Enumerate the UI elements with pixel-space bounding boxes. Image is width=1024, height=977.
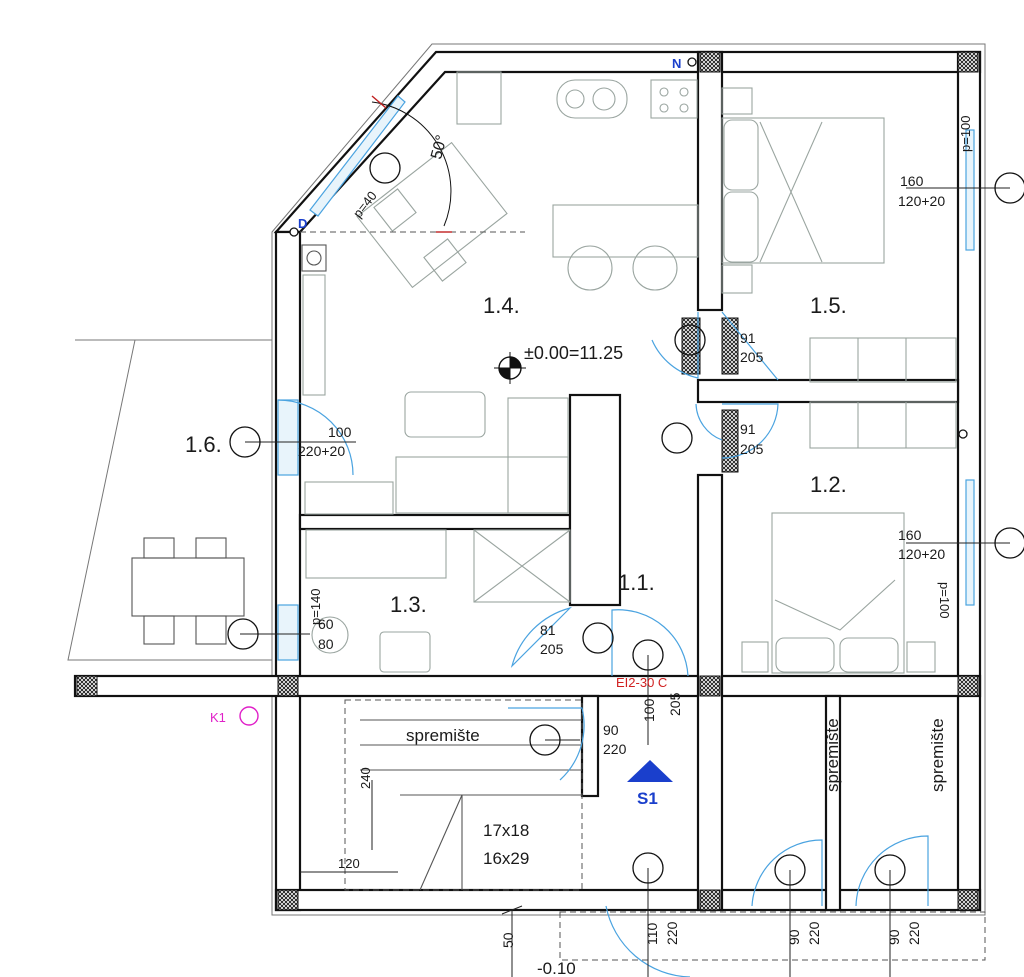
column [699,51,721,73]
ext-50-dim: 50 [500,932,516,948]
level-marker-symbol [494,352,526,384]
d-1-2-height: 205 [740,441,764,457]
staircase [300,699,583,891]
column [721,317,739,375]
storage-label-1: spremište [823,718,842,792]
window-1-3 [277,604,299,661]
column [721,409,739,473]
d-entry-height: 205 [667,692,683,716]
column [699,889,721,911]
stair-width-dim: 120 [338,856,360,871]
window-parapet-kitchen: p=40 [350,188,380,220]
window-kitchen [309,95,406,217]
wall-storage-stairs [580,694,600,798]
w-1-2-height: 120+20 [898,546,945,562]
fire-door-label: EI2-30 C [616,675,667,690]
room-label-1-3: 1.3. [390,592,427,617]
window-parapet-1-5: p=100 [958,115,973,152]
doors [277,311,929,977]
w-1-2-width: 160 [898,527,922,543]
window-1-5 [965,129,975,251]
d-storage-width: 90 [603,722,619,738]
window-parapet-1-3: p=140 [308,588,323,625]
column [957,889,979,911]
k1-label: K1 [210,710,226,725]
wall-south [274,888,982,912]
column [957,675,979,697]
d-1-3-height: 205 [540,641,564,657]
wall-1-1-partition [568,393,622,607]
d-1-2-width: 91 [740,421,756,437]
column [277,889,299,911]
angle-label: 50° [428,133,451,161]
building-outline [271,43,986,916]
room-label-1-1: 1.1. [618,570,655,595]
w-1-5-height: 120+20 [898,193,945,209]
window-1-6 [277,399,299,476]
stairs-rise: 17x18 [483,821,529,840]
w-1-3-width: 60 [318,616,334,632]
storage-label-2: spremište [928,718,947,792]
d-bottom-3-height: 220 [906,921,922,945]
column [681,317,701,375]
north-marker-label: N [672,56,681,71]
step-outline [559,911,986,961]
stairs-tread: 16x29 [483,849,529,868]
d-bottom-2-width: 90 [786,929,802,945]
d-1-3-width: 81 [540,622,556,638]
storage-label-stairs: spremište [406,726,480,745]
lower-level-label: -0.10 [537,959,576,977]
column [277,675,299,697]
d-1-6-height: 220+20 [298,443,345,459]
d-1-6-width: 100 [328,424,352,440]
d-bottom-3-width: 90 [886,929,902,945]
d-bottom-1-height: 220 [664,921,680,945]
d-storage-height: 220 [603,741,627,757]
stair-length-dim: 240 [358,767,373,789]
window-parapet-1-2: p=100 [937,582,952,619]
room-label-1-5: 1.5. [810,293,847,318]
wall-between-1-5-1-2 [696,378,960,404]
wall-storage-1 [824,694,842,912]
d-entry-width: 100 [641,698,657,722]
section-marker-triangle [627,760,673,782]
door-markers [227,152,1024,886]
opening-labels: 160 120+20 160 120+20 100 220+20 60 80 9… [298,173,945,757]
wall-mid-horizontal [73,674,982,698]
column [699,675,721,697]
column [957,51,979,73]
room-label-1-6: 1.6. [185,432,222,457]
wall-west [274,230,302,912]
column [76,675,98,697]
room-label-1-2: 1.2. [810,472,847,497]
d-bottom-1-width: 110 [644,922,660,945]
point-d-label: D [298,216,307,231]
w-1-3-height: 80 [318,636,334,652]
wall-interior-vertical-1 [696,50,724,312]
d-1-5-width: 91 [740,330,756,346]
terrace-outline [67,339,273,661]
level-label: ±0.00=11.25 [524,343,623,363]
d-bottom-2-height: 220 [806,921,822,945]
k1-marker-circle [239,706,259,726]
room-label-1-4: 1.4. [483,293,520,318]
wall-1-3-top [298,513,572,531]
d-1-5-height: 205 [740,349,764,365]
w-1-5-width: 160 [900,173,924,189]
wall-north-east [710,50,982,74]
section-marker-label: S1 [637,789,658,808]
